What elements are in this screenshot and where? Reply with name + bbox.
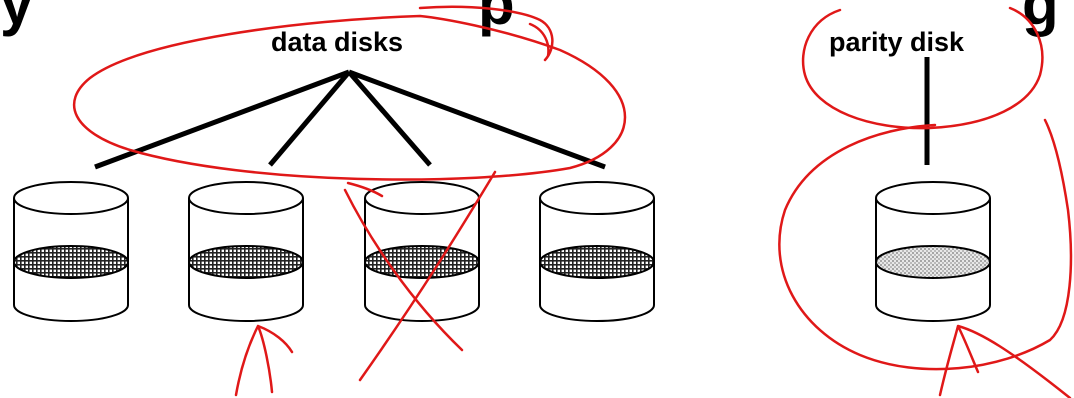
data-disk-cylinder: [188, 181, 304, 322]
heading-fragment-left: y: [0, 0, 34, 37]
data-disks-underline-annotation: [418, 5, 554, 62]
disk-array: [13, 181, 991, 322]
parity-disk-circle-annotation: [778, 118, 1073, 371]
parity-disk-label: parity disk: [829, 27, 965, 57]
parity-stripe: [875, 245, 991, 279]
data-stripe: [364, 245, 480, 279]
disk2-arrow-annotation: [234, 324, 294, 397]
data-stripe: [13, 245, 129, 279]
data-disk-cylinder: [539, 181, 655, 322]
parity-arrow-annotation: [938, 324, 1072, 398]
data-stripe: [539, 245, 655, 279]
data-disk-cylinder: [13, 181, 129, 322]
data-disks-connector: [94, 69, 606, 170]
data-disks-label: data disks: [271, 27, 403, 57]
failed-disk-cross-annotation: [343, 170, 497, 382]
red-annotations: [72, 5, 1073, 398]
data-disks-circle-annotation: [72, 14, 627, 181]
parity-disk-cylinder: [875, 181, 991, 322]
parity-label-circle-annotation: [801, 6, 1044, 130]
data-disk-cylinder: [364, 181, 480, 322]
data-stripe: [188, 245, 304, 279]
